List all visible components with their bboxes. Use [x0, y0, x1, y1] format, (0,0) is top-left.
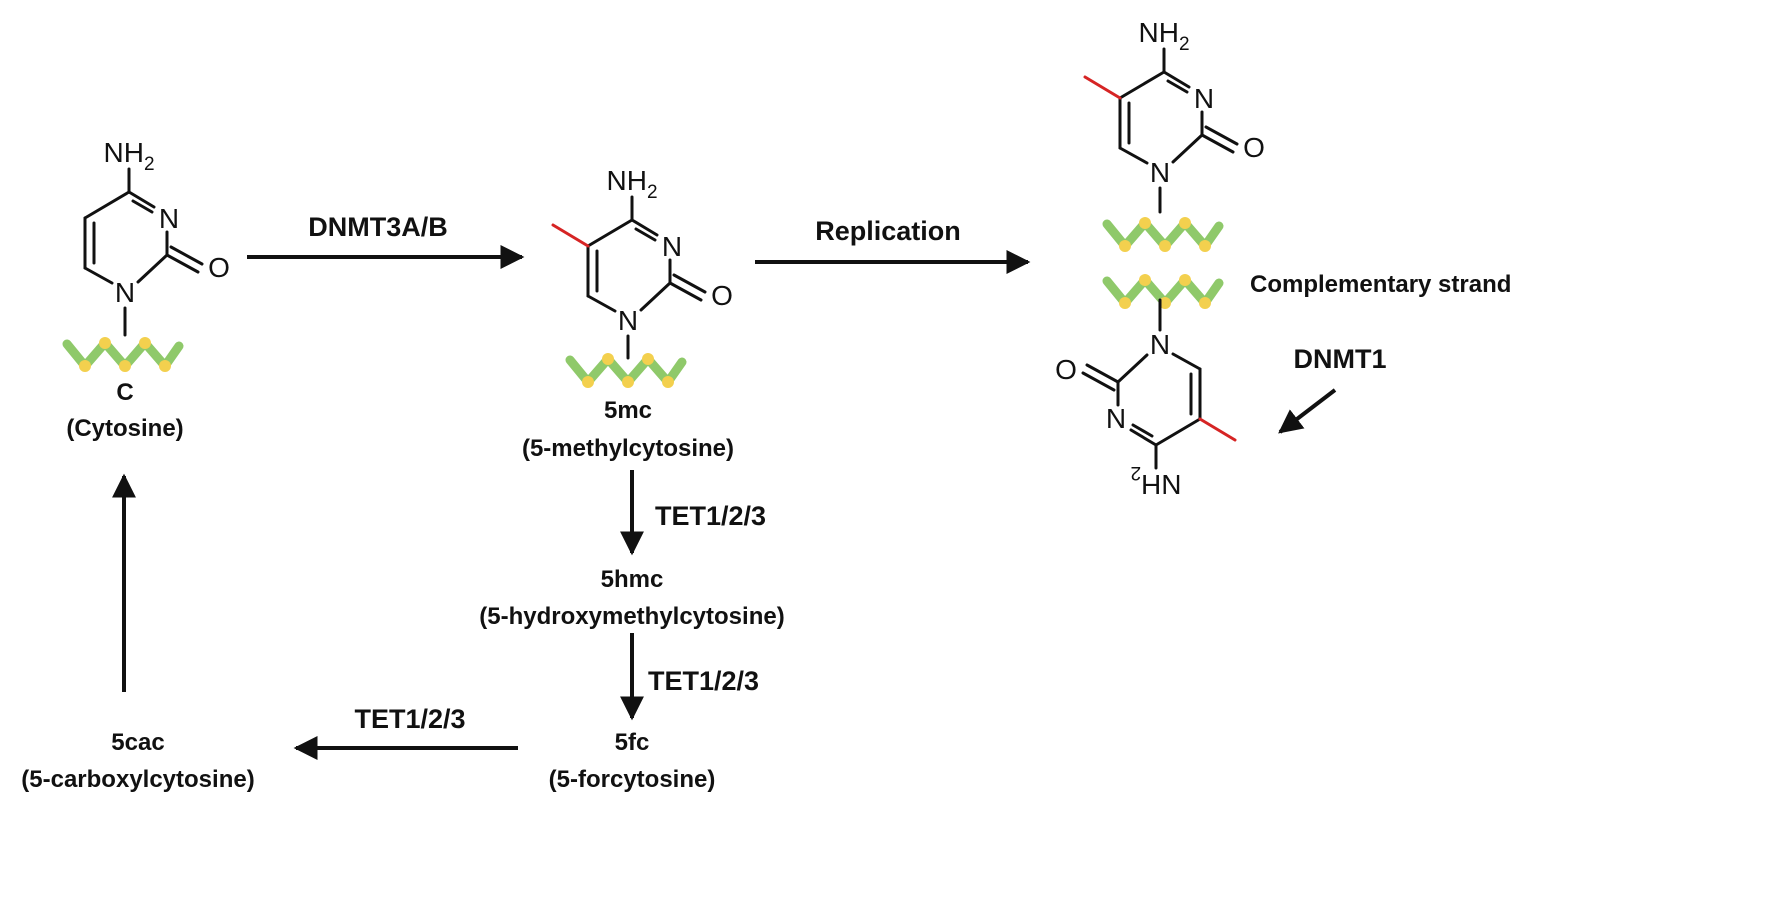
- replicated-methylcytosine-bottom: [1053, 327, 1237, 502]
- enzyme-label-tet-1: TET1/2/3: [655, 501, 766, 531]
- carboxylcytosine-short-label: 5cac: [111, 729, 164, 756]
- hydroxymethylcytosine-short-label: 5hmc: [601, 566, 664, 593]
- cytosine-molecule: [67, 135, 232, 372]
- complementary-strand-label: Complementary strand: [1250, 271, 1511, 298]
- cytosine-full-label: (Cytosine): [66, 415, 183, 442]
- arrow-maintenance: [1278, 388, 1337, 434]
- replicated-methylcytosine-top: [1083, 15, 1267, 252]
- methylcytosine-molecule: [551, 163, 735, 388]
- methylcytosine-full-label: (5-methylcytosine): [522, 435, 734, 462]
- cytosine-short-label: C: [116, 379, 133, 406]
- enzyme-label-dnmt1: DNMT1: [1294, 344, 1387, 374]
- enzyme-label-tet-3: TET1/2/3: [354, 704, 465, 734]
- enzyme-label-tet-2: TET1/2/3: [648, 666, 759, 696]
- formylcytosine-short-label: 5fc: [615, 729, 650, 756]
- complementary-strand-backbone: [1107, 274, 1219, 332]
- carboxylcytosine-full-label: (5-carboxylcytosine): [21, 766, 254, 793]
- methylcytosine-short-label: 5mc: [604, 397, 652, 424]
- formylcytosine-full-label: (5-forcytosine): [549, 766, 716, 793]
- hydroxymethylcytosine-full-label: (5-hydroxymethylcytosine): [479, 603, 784, 630]
- enzyme-label-replication: Replication: [815, 216, 961, 246]
- enzyme-label-dnmt3ab: DNMT3A/B: [308, 212, 448, 242]
